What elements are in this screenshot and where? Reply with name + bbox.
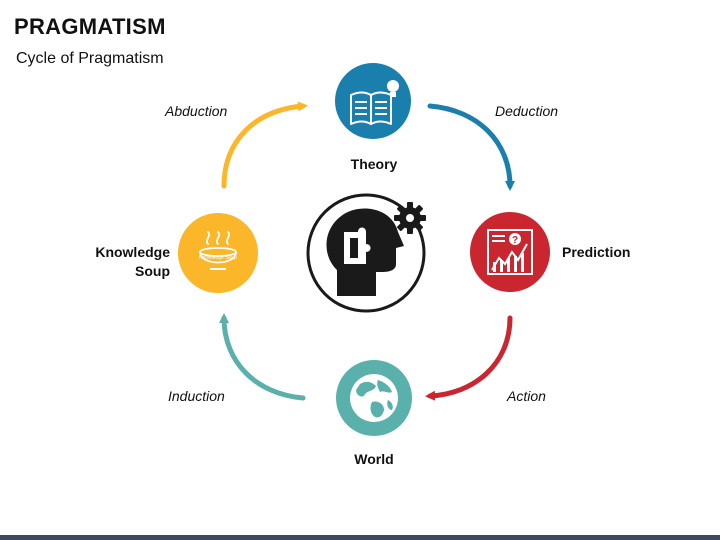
footer-bar [0, 535, 720, 540]
page-subtitle: Cycle of Pragmatism [16, 50, 164, 67]
knowledge-soup-label: Knowledge Soup [80, 243, 170, 281]
node-prediction: ? [470, 212, 550, 292]
globe-icon [350, 374, 398, 422]
node-knowledge-soup: Knowledge Soup [178, 213, 258, 293]
edge-label-deduction: Deduction [495, 103, 559, 119]
edge-label-action: Action [507, 388, 546, 404]
prediction-circle [470, 212, 550, 292]
page-title: PRAGMATISM [14, 14, 166, 39]
svg-text:?: ? [512, 235, 518, 246]
gear-icon [394, 202, 426, 234]
soup-bowl-text: Knowledge Soup [199, 255, 237, 261]
head-puzzle-gear-icon [306, 193, 426, 313]
arrow-abduction [221, 101, 308, 189]
knowledge-soup-circle [178, 213, 258, 293]
theory-label: Theory [350, 156, 398, 172]
arrow-induction [219, 313, 306, 401]
prediction-label: Prediction [562, 244, 631, 260]
arrow-action [425, 315, 513, 401]
world-label: World [354, 451, 394, 467]
chart-question-icon: ? [487, 229, 533, 275]
arrow-deduction [427, 103, 515, 191]
node-theory [335, 63, 411, 139]
theory-circle [335, 63, 411, 139]
edge-label-induction: Induction [168, 388, 225, 404]
edge-label-abduction: Abduction [165, 103, 228, 119]
knowledge-soup-label-line2: Soup [135, 263, 170, 279]
book-lightbulb-icon [350, 80, 399, 125]
node-world [336, 360, 412, 436]
knowledge-soup-label-line1: Knowledge [95, 244, 170, 260]
soup-bowl-icon: Knowledge Soup [199, 231, 237, 270]
